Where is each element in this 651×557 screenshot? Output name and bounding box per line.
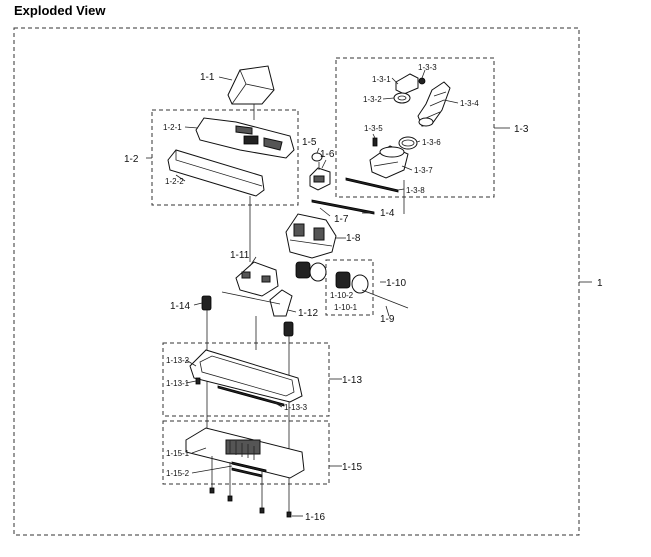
part-1-6-lock [309, 167, 331, 191]
label-1-10: 1-10 [386, 278, 406, 289]
frame-1-13 [162, 342, 330, 417]
label-1: 1 [597, 278, 603, 289]
label-1-3-4: 1-3-4 [460, 99, 479, 108]
label-1-3-1: 1-3-1 [372, 75, 391, 84]
label-1-13-1: 1-13-1 [166, 379, 190, 388]
leader-lines [146, 69, 592, 517]
label-1-2: 1-2 [124, 154, 139, 165]
frame-1-3 [335, 57, 495, 198]
label-1-8: 1-8 [346, 233, 361, 244]
label-1-12: 1-12 [298, 308, 318, 319]
part-1-3-2-clip [393, 92, 411, 104]
label-1-13-2: 1-13-2 [166, 356, 190, 365]
label-1-10-2: 1-10-2 [330, 291, 354, 300]
part-1-10-1-wheel [335, 271, 369, 294]
label-1-5: 1-5 [302, 137, 317, 148]
frame-1-15 [162, 420, 330, 485]
label-1-1: 1-1 [200, 72, 215, 83]
part-1-12-bracket [221, 289, 293, 317]
label-1-3-7: 1-3-7 [414, 166, 433, 175]
label-1-14: 1-14 [170, 301, 190, 312]
part-1-4-strip [311, 199, 375, 215]
label-1-2-2: 1-2-2 [165, 177, 184, 186]
part-1-13-base-plate [189, 349, 303, 407]
label-1-13-3: 1-13-3 [284, 403, 308, 412]
outer-assembly-frame [13, 27, 580, 536]
part-1-3-7-joint [369, 145, 409, 179]
label-1-10-1: 1-10-1 [334, 303, 358, 312]
label-1-3-5: 1-3-5 [364, 124, 383, 133]
part-1-16-spring [283, 321, 294, 512]
label-1-15-1: 1-15-1 [166, 449, 190, 458]
part-1-2-2-lower-housing [167, 149, 265, 197]
part-1-9-rod [361, 289, 409, 309]
label-1-13: 1-13 [342, 375, 362, 386]
part-1-3-5-screw [372, 137, 378, 147]
part-1-1-top-cover [227, 65, 275, 105]
part-1-10-2-wheel [295, 261, 327, 282]
screws-bottom [209, 456, 292, 518]
label-1-3-8: 1-3-8 [406, 186, 425, 195]
label-1-15: 1-15 [342, 462, 362, 473]
label-1-3-2: 1-3-2 [363, 95, 382, 104]
part-1-3-8-strip [345, 177, 399, 193]
frame-1-10 [325, 259, 374, 316]
part-1-3-3-screw [418, 77, 426, 85]
part-1-15-bottom-plate [185, 427, 305, 479]
label-1-4: 1-4 [380, 208, 395, 219]
label-1-3-6: 1-3-6 [422, 138, 441, 147]
label-1-2-1: 1-2-1 [163, 123, 182, 132]
label-1-3-3: 1-3-3 [418, 63, 437, 72]
part-1-11-frame [235, 261, 279, 297]
label-1-15-2: 1-15-2 [166, 469, 190, 478]
diagram-title: Exploded View [14, 3, 106, 18]
part-1-2-1-upper-housing [195, 117, 295, 159]
frame-1-2 [151, 109, 299, 206]
part-1-3-4-neck-pipe [417, 81, 451, 127]
label-1-7: 1-7 [334, 214, 349, 225]
guide-lines [249, 104, 405, 350]
part-1-8-motor-housing [285, 213, 337, 259]
label-1-16: 1-16 [305, 512, 325, 523]
label-1-6: 1-6 [320, 149, 335, 160]
label-1-3: 1-3 [514, 124, 529, 135]
label-1-11: 1-11 [230, 250, 250, 261]
part-1-3-1-cap [395, 73, 419, 95]
label-1-9: 1-9 [380, 314, 395, 325]
part-1-3-6-ring [398, 136, 418, 150]
